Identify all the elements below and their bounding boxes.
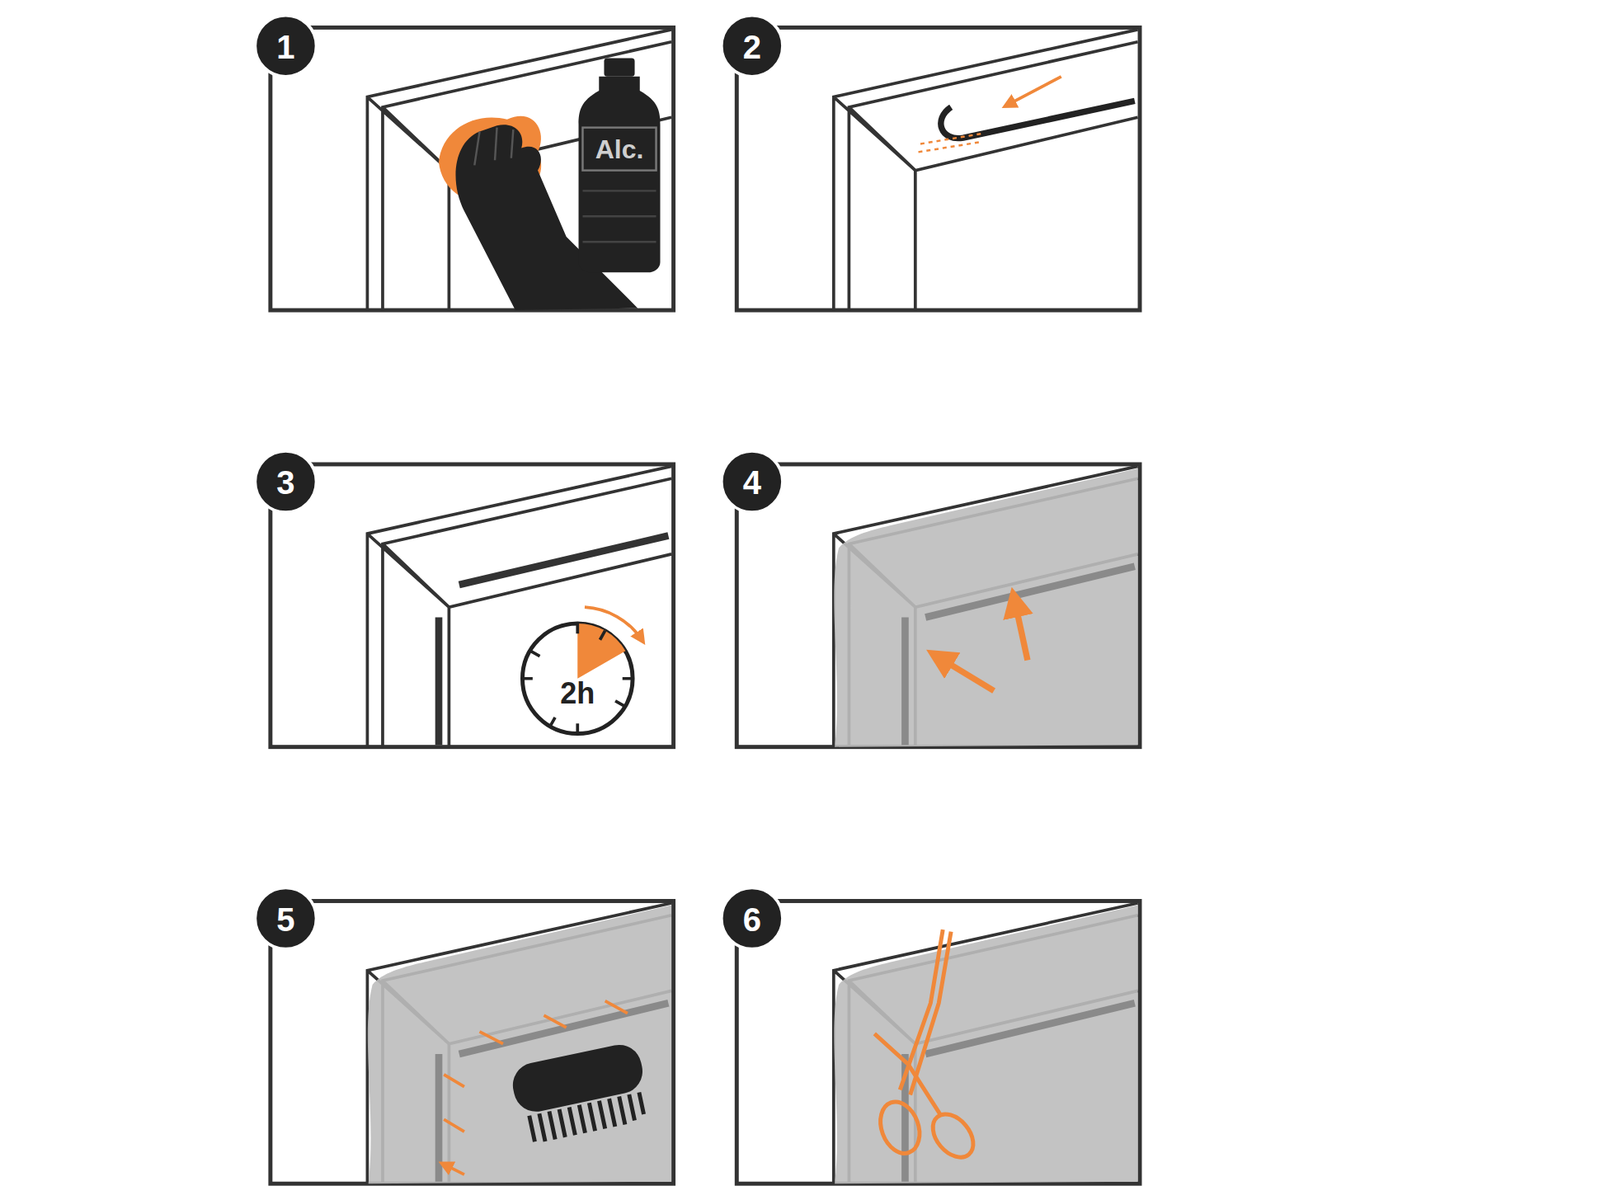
callout-number: 1 bbox=[276, 30, 295, 64]
callout-number: 3 bbox=[276, 465, 295, 499]
callout-number: 4 bbox=[743, 465, 762, 499]
step-badges bbox=[254, 15, 783, 950]
panel-attach-screen bbox=[736, 464, 1140, 748]
panel-wait bbox=[270, 464, 674, 748]
panel-apply-tape bbox=[736, 27, 1140, 311]
panel-press-screen bbox=[270, 900, 674, 1184]
panel-trim bbox=[736, 900, 1140, 1184]
clock-time: 2h bbox=[560, 678, 595, 709]
callout-number: 2 bbox=[743, 30, 762, 64]
bottle-label: Alc. bbox=[595, 136, 645, 163]
callout-number: 6 bbox=[743, 903, 762, 937]
panel-clean bbox=[270, 27, 674, 311]
callout-number: 5 bbox=[276, 903, 295, 937]
